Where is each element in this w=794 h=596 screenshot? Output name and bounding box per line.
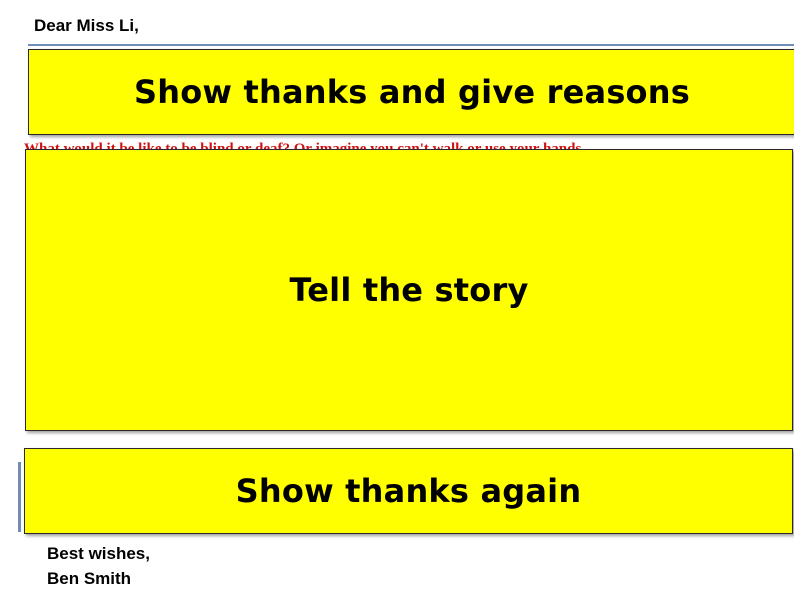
left-blue-rule [18, 462, 21, 532]
show-thanks-reasons-box: Show thanks and give reasons [28, 49, 794, 135]
show-thanks-again-label: Show thanks again [235, 472, 582, 510]
top-blue-rule [28, 44, 794, 46]
show-thanks-again-box: Show thanks again [24, 448, 793, 534]
show-thanks-reasons-label: Show thanks and give reasons [134, 73, 690, 111]
letter-signoff: Best wishes, Ben Smith [47, 541, 150, 591]
tell-story-label: Tell the story [289, 271, 529, 309]
tell-story-box: Tell the story [25, 149, 793, 431]
letter-greeting: Dear Miss Li, [34, 16, 139, 35]
letter-closing: Best wishes, [47, 544, 150, 563]
letter-signature: Ben Smith [47, 569, 132, 588]
